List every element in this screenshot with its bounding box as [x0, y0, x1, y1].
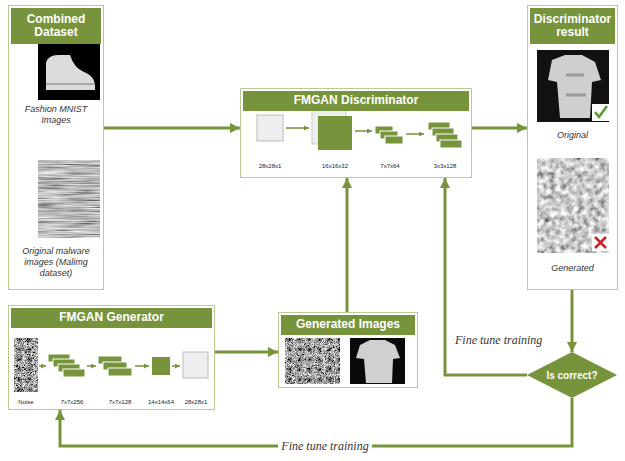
flow-arrow [104, 127, 240, 130]
image-caption: Fashion MNIST Images [11, 104, 101, 126]
panel-heading: Combined Dataset [11, 8, 101, 44]
edge-label: Fine tune training [452, 333, 545, 347]
generator-layers [14, 338, 208, 392]
layer-size-label: Noise [18, 399, 33, 406]
generator-box: FMGAN Generator [8, 305, 215, 410]
flow-arrow [346, 178, 349, 312]
generated-image [537, 158, 609, 253]
generated-shirt-image [350, 338, 405, 384]
discriminator-layers [257, 110, 462, 150]
panel-heading: FMGAN Discriminator [243, 91, 469, 111]
original-image [537, 50, 609, 122]
flow-arrow [472, 127, 527, 130]
dataset-panel: Combined DatasetFashion MNIST ImagesOrig… [8, 5, 104, 290]
panel-heading: Generated Images [281, 315, 415, 335]
layer-size-label: 7x7x64 [380, 163, 399, 170]
layer-size-label: 14x14x64 [148, 399, 174, 406]
layer-size-label: 7x7x128 [109, 399, 132, 406]
layer-size-label: 16x16x32 [322, 163, 348, 170]
panel-heading: Discriminator result [530, 8, 615, 44]
noise-image [285, 338, 340, 384]
decision-text: Is correct? [527, 352, 617, 398]
malware-image [38, 160, 100, 238]
layer-size-label: 3x3x128 [434, 163, 457, 170]
layer-size-label: 28x28x1 [185, 399, 208, 406]
edge-label: Fine tune training [278, 439, 371, 453]
layer-size-label: 28x28x1 [259, 163, 282, 170]
image-caption: Original malware images (Malimg dataset) [11, 246, 101, 278]
flow-arrow [215, 351, 278, 354]
fashion-image [38, 42, 100, 100]
generated-images-box: Generated Images [278, 312, 418, 388]
image-caption: Generated [530, 263, 615, 274]
panel-heading: FMGAN Generator [11, 308, 212, 328]
decision-diamond: Is correct? [527, 352, 617, 398]
layer-size-label: 7x7x256 [61, 399, 84, 406]
image-caption: Original [530, 130, 615, 141]
result-panel: Discriminator resultOriginalGenerated [527, 5, 618, 290]
flow-arrow [571, 290, 574, 352]
